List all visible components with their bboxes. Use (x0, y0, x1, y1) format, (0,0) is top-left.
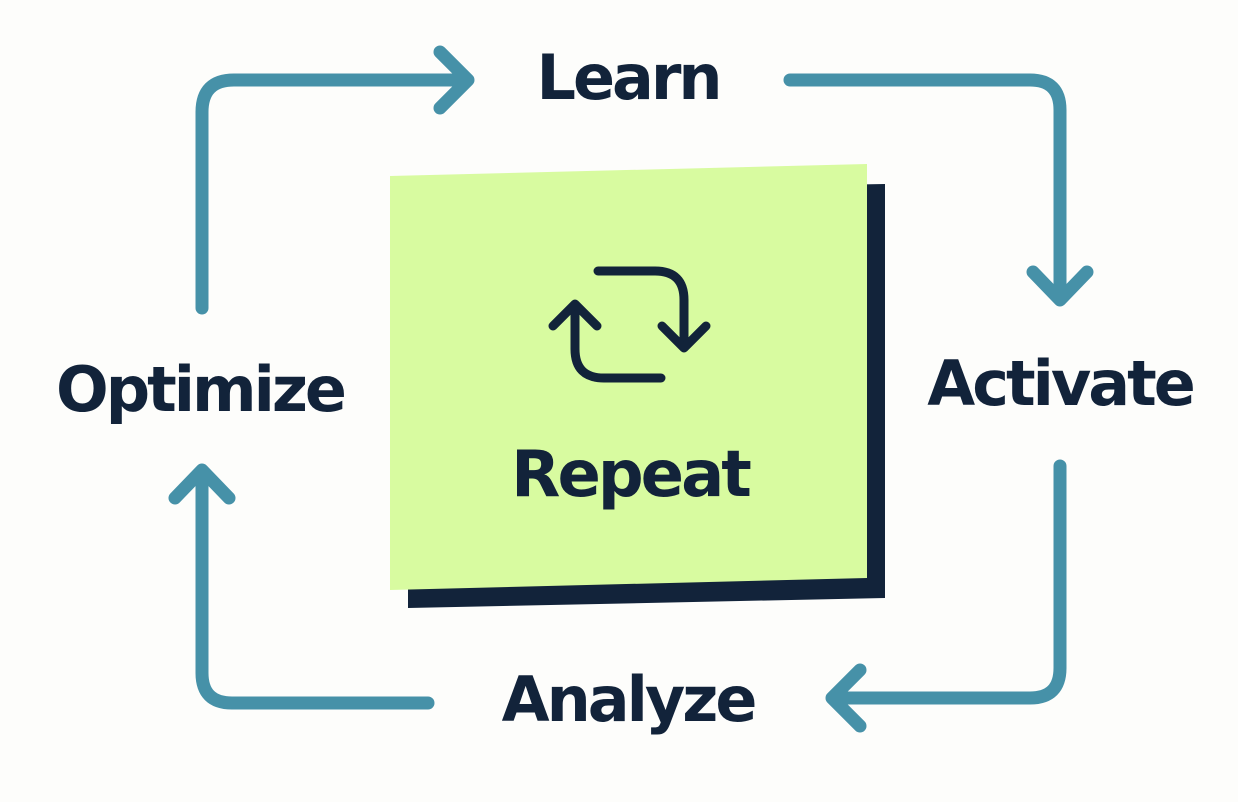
arrowhead-activate-icon (1026, 265, 1094, 307)
center-label-repeat: Repeat (511, 438, 752, 512)
step-label-optimize: Optimize (56, 353, 347, 426)
arrow-learn-to-activate (783, 73, 1067, 305)
arrow-activate-to-analyze (827, 459, 1067, 705)
arrow-analyze-to-optimize (195, 467, 435, 710)
step-label-analyze: Analyze (501, 663, 758, 736)
step-label-activate: Activate (927, 347, 1196, 420)
arrow-optimize-to-learn (195, 73, 473, 315)
arrowhead-analyze-icon (825, 663, 867, 733)
repeat-icon (548, 266, 711, 383)
step-label-learn: Learn (536, 41, 722, 114)
arrowhead-learn-icon (433, 45, 475, 115)
arrowhead-optimize-icon (168, 463, 236, 505)
